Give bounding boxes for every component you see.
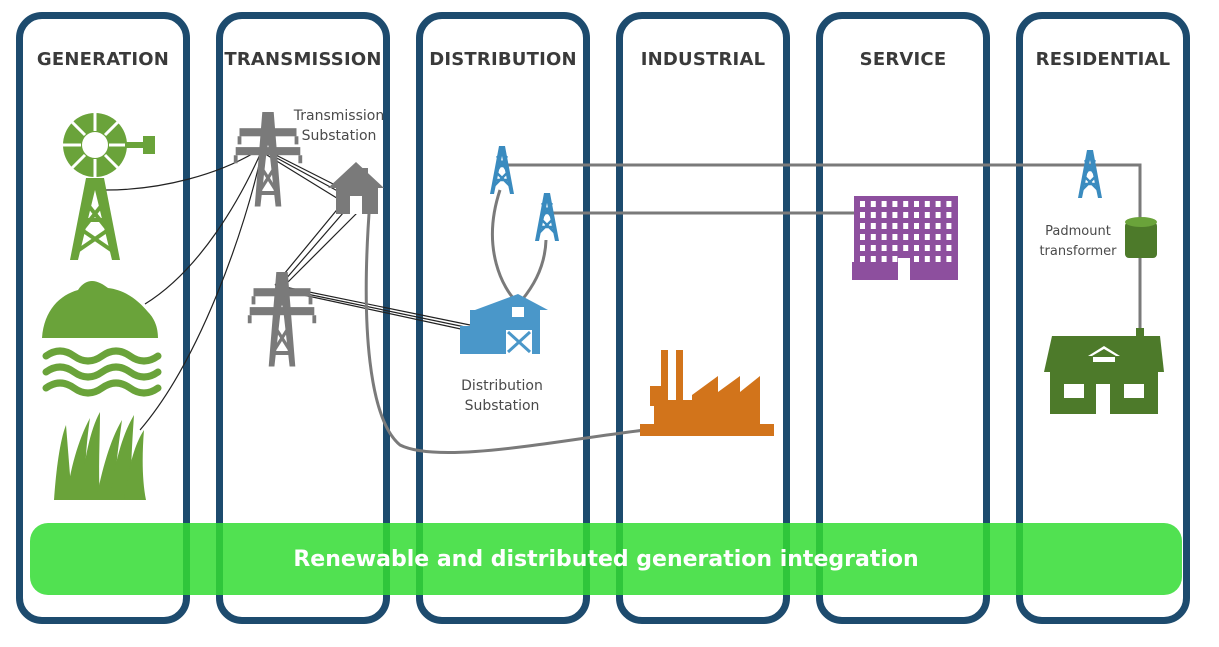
window [881, 201, 887, 207]
window [935, 223, 941, 229]
window [903, 223, 909, 229]
column-title: RESIDENTIAL [1035, 49, 1171, 70]
column-title: TRANSMISSION [224, 49, 382, 70]
window [914, 212, 919, 218]
window [946, 201, 952, 207]
column-title: DISTRIBUTION [429, 49, 577, 70]
factory-icon [640, 350, 774, 436]
window [892, 201, 898, 207]
window [870, 256, 876, 262]
transmission-substation-label: Transmission Substation [290, 106, 388, 146]
window [870, 201, 876, 207]
hill-icon [42, 281, 158, 338]
window [860, 234, 865, 240]
window [914, 256, 919, 262]
window [892, 234, 898, 240]
window [881, 212, 887, 218]
column-title: SERVICE [859, 49, 947, 70]
window [881, 223, 887, 229]
window [914, 245, 919, 251]
distribution-lines [364, 163, 1142, 454]
window [924, 234, 930, 240]
house-icon [1044, 328, 1164, 414]
window [892, 256, 898, 262]
column-residential: RESIDENTIAL [1016, 12, 1190, 624]
label-line: Distribution [461, 378, 543, 394]
window [903, 245, 909, 251]
column-transmission: TRANSMISSION [216, 12, 390, 624]
column-generation: GENERATION [16, 12, 190, 624]
window [946, 212, 952, 218]
window [946, 245, 952, 251]
window [946, 256, 952, 262]
window [870, 234, 876, 240]
windmill-icon [63, 113, 155, 260]
window [935, 212, 941, 218]
window [860, 245, 865, 251]
window [903, 212, 909, 218]
label-line: transformer [1039, 244, 1117, 259]
window [881, 245, 887, 251]
banner-text: Renewable and distributed generation int… [293, 546, 919, 572]
window [924, 212, 930, 218]
window [892, 223, 898, 229]
apartment-building-icon [852, 196, 958, 280]
label-line: Substation [464, 398, 540, 414]
integration-banner: Renewable and distributed generation int… [30, 523, 1182, 595]
padmount-transformer-icon [1125, 217, 1157, 258]
window [892, 245, 898, 251]
window [903, 234, 909, 240]
water-icon [42, 347, 162, 397]
label-line: Padmount [1045, 224, 1111, 239]
window [924, 223, 930, 229]
distribution-tower-icon [488, 144, 516, 196]
window [860, 223, 865, 229]
barn-icon [460, 294, 548, 354]
window [914, 223, 919, 229]
window [924, 256, 930, 262]
window [881, 256, 887, 262]
window [870, 245, 876, 251]
window [870, 223, 876, 229]
window [924, 201, 930, 207]
window [914, 234, 919, 240]
window [860, 212, 865, 218]
window [870, 212, 876, 218]
window [935, 256, 941, 262]
window [924, 245, 930, 251]
window [860, 256, 865, 262]
window [946, 234, 952, 240]
column-service: SERVICE [816, 12, 990, 624]
distribution-tower-icon [533, 191, 561, 243]
column-title: INDUSTRIAL [640, 49, 766, 70]
window [935, 234, 941, 240]
window [881, 234, 887, 240]
grass-icon [54, 412, 146, 500]
label-line: Substation [301, 128, 377, 144]
window [892, 212, 898, 218]
column-title: GENERATION [36, 49, 170, 70]
padmount-transformer-label: Padmount transformer [1030, 222, 1126, 262]
window [935, 245, 941, 251]
distribution-tower-icon [1076, 148, 1104, 200]
window [946, 223, 952, 229]
window [935, 201, 941, 207]
distribution-substation-label: Distribution Substation [452, 376, 552, 416]
window [914, 201, 919, 207]
transmission-tower-icon [250, 272, 315, 367]
substation-house-icon [328, 162, 384, 214]
column-industrial: INDUSTRIAL [616, 12, 790, 624]
window [860, 201, 865, 207]
label-line: Transmission [293, 108, 385, 124]
window [903, 201, 909, 207]
